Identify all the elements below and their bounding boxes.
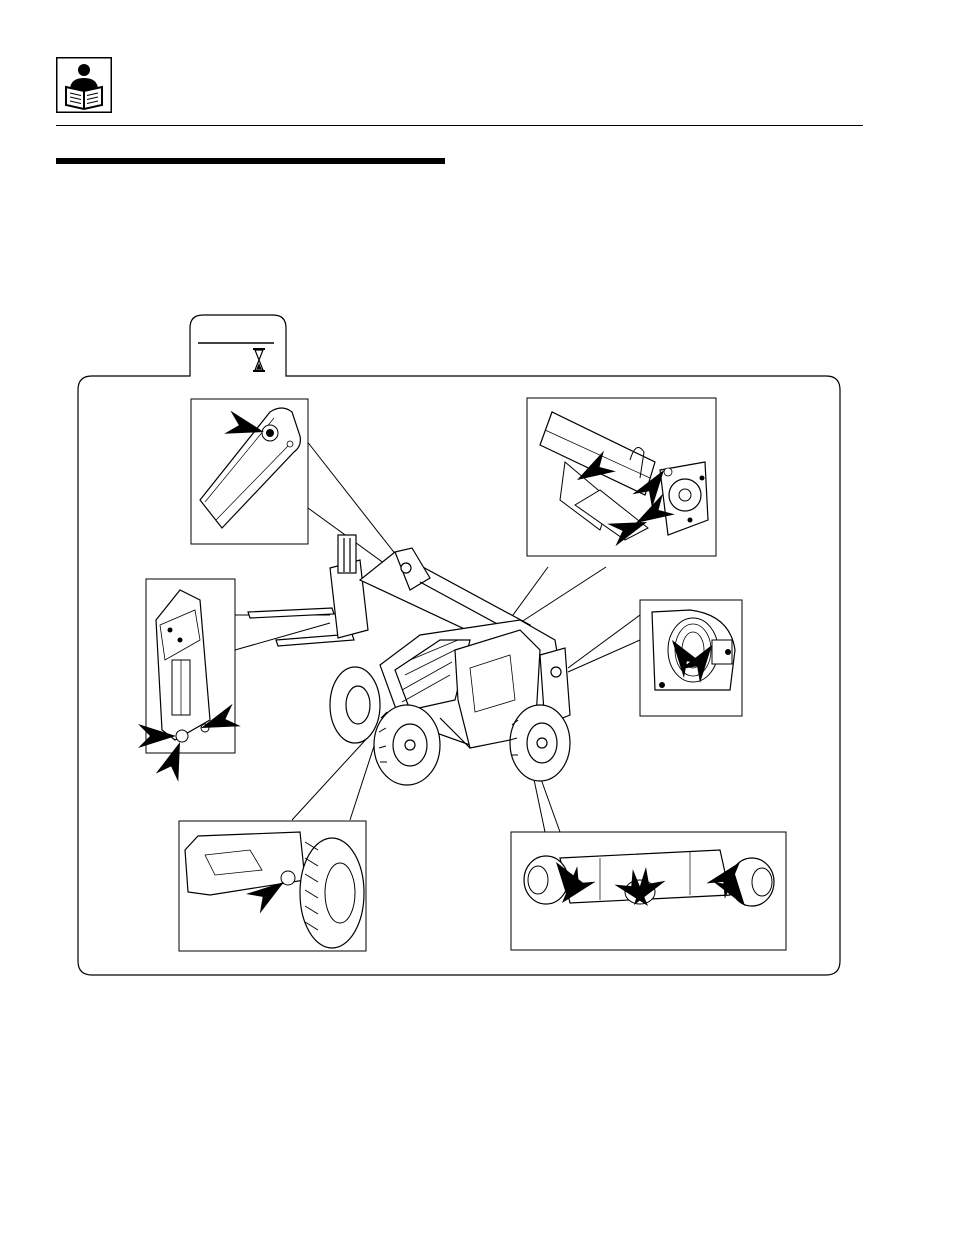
inset-driveshaft xyxy=(179,821,366,951)
inset-wheel-hub xyxy=(640,600,742,716)
inset-rear-axle xyxy=(511,832,786,950)
inset-boom-head xyxy=(191,399,308,544)
inset-carriage xyxy=(138,579,241,782)
inset-boom-pivot xyxy=(527,398,716,556)
